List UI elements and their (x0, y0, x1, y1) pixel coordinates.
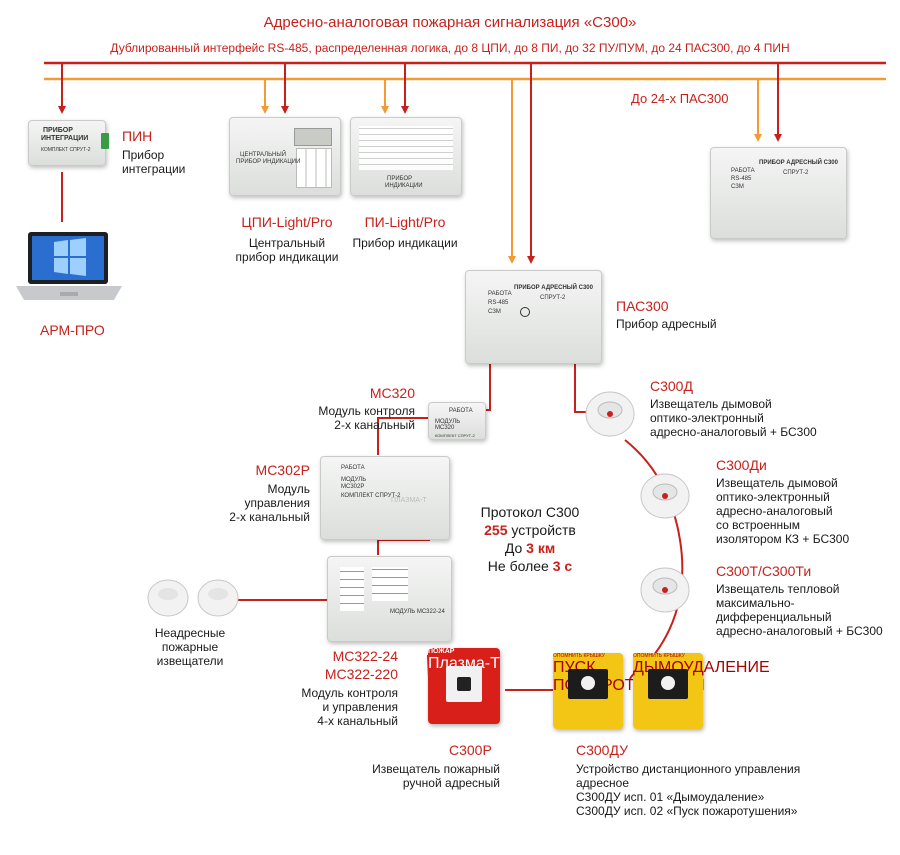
s300r-desc-2: ручной адресный (402, 776, 500, 790)
smoke-detector-s300di-icon (640, 473, 690, 519)
nonaddr-desc-1: Неадресные (154, 626, 226, 640)
mc302r-desc-3: 2-х канальный (229, 510, 310, 524)
pas-count-label: До 24-х ПАС300 (631, 91, 729, 106)
interface-subtitle: Дублированный интерфейс RS-485, распреде… (110, 41, 790, 55)
mc322-name-2: МС322-220 (324, 666, 398, 682)
pi-desc-1: Прибор индикации (352, 236, 458, 250)
s300du-desc-4: С300ДУ исп. 02 «Пуск пожаротушения» (576, 804, 798, 818)
s300di-desc-3: адресно-аналоговый (716, 504, 833, 518)
mc302r-device: РАБОТА МОДУЛЬ МС302Р КОМПЛЕКТ СПРУТ-2 ПЛ… (320, 456, 450, 540)
protocol-time-val: 3 с (552, 558, 573, 574)
protocol-devices-txt: устройств (507, 522, 576, 538)
cpi-device: ЦЕНТРАЛЬНЫЙ ПРИБОР ИНДИКАЦИИ (229, 117, 341, 196)
protocol-time-pre: Не более (487, 558, 553, 574)
protocol-devices-num: 255 (484, 522, 508, 538)
mc302r-desc-2: управления (244, 496, 310, 510)
nonaddr-desc-3: извещатели (156, 654, 224, 668)
s300t-name: С300Т/С300Ти (716, 563, 812, 579)
pas-remote-device: ПРИБОР АДРЕСНЫЙ С300 СПРУТ-2 РАБОТА RS-4… (710, 147, 847, 239)
s300t-desc-4: адресно-аналоговый + БС300 (716, 624, 883, 638)
pas300-desc: Прибор адресный (616, 317, 717, 331)
pin-name: ПИН (122, 128, 153, 144)
nonaddr-desc-2: пожарные (161, 640, 219, 654)
s300du-desc-3: С300ДУ исп. 01 «Дымоудаление» (576, 790, 765, 804)
mc320-name: МС320 (369, 385, 415, 401)
s300r-name: С300Р (449, 742, 492, 758)
protocol-range-val: 3 км (526, 540, 556, 556)
pas300-name: ПАС300 (616, 298, 669, 314)
s300di-desc-4: со встроенным (716, 518, 801, 532)
smoke-detector-s300d-icon (585, 391, 635, 437)
s300du-smoke-device: ОПОМНИТЬ КРЫШКУ ДЫМОУДАЛЕНИЕ (633, 653, 770, 729)
non-addressable-detectors-icon (147, 579, 239, 617)
s300di-name: С300Ди (716, 457, 767, 473)
mc322-desc-3: 4-х канальный (317, 714, 398, 728)
s300di-desc-1: Извещатель дымовой (716, 476, 838, 490)
pi-device: ПРИБОР ИНДИКАЦИИ (350, 117, 462, 196)
pi-name: ПИ-Light/Pro (364, 214, 446, 230)
protocol-info: Протокол С300 255 устройств До 3 км Не б… (470, 503, 590, 575)
arm-name: АРМ-ПРО (40, 322, 105, 338)
mc302r-name: МС302Р (255, 462, 310, 478)
mc322-name-1: МС322-24 (332, 648, 398, 664)
heat-detector-s300t-icon (640, 567, 690, 613)
laptop-icon (16, 232, 122, 300)
pas300-device: ПРИБОР АДРЕСНЫЙ С300 СПРУТ-2 РАБОТА RS-4… (465, 270, 602, 364)
s300d-desc-3: адресно-аналоговый + БС300 (650, 425, 817, 439)
cpi-name: ЦПИ-Light/Pro (241, 214, 333, 230)
s300t-desc-3: дифференциальный (716, 610, 832, 624)
mc322-desc-1: Модуль контроля (301, 686, 398, 700)
protocol-line: Протокол С300 (480, 504, 580, 520)
page-title: Адресно-аналоговая пожарная сигнализация… (263, 14, 637, 31)
s300di-desc-2: оптико-электронный (716, 490, 830, 504)
cpi-desc-1: Центральный (248, 236, 326, 250)
s300r-desc-1: Извещатель пожарный (372, 762, 500, 776)
pin-device: ПРИБОР ИНТЕГРАЦИИ КОМПЛЕКТ СПРУТ-2 (28, 120, 109, 166)
s300du-fire-device: ОПОМНИТЬ КРЫШКУ ПУСК ПОЖАРОТУШЕНИЯ (553, 653, 705, 729)
s300d-name: С300Д (650, 378, 693, 394)
mc320-desc-2: 2-х канальный (334, 418, 415, 432)
cpi-desc-2: прибор индикации (235, 250, 339, 264)
s300d-desc-1: Извещатель дымовой (650, 397, 772, 411)
pin-desc-2: интеграции (122, 162, 186, 176)
s300di-desc-5: изолятором КЗ + БС300 (716, 532, 850, 546)
mc320-device: РАБОТА МОДУЛЬ МС320 КОМПЛЕКТ СПРУТ-2 (428, 402, 486, 440)
mc320-desc-1: Модуль контроля (318, 404, 415, 418)
s300du-desc-1: Устройство дистанционного управления (576, 762, 801, 776)
mc322-device: МОДУЛЬ МС322-24 (327, 556, 452, 642)
protocol-range-pre: До (504, 540, 527, 556)
s300t-desc-2: максимально- (716, 596, 795, 610)
s300du-desc-2: адресное (576, 776, 629, 790)
s300t-desc-1: Извещатель тепловой (716, 582, 840, 596)
s300d-desc-2: оптико-электронный (650, 411, 764, 425)
pin-desc-1: Прибор (122, 148, 165, 162)
mc322-desc-2: и управления (322, 700, 399, 714)
s300r-device: ПОЖАР Плазма-Т (428, 648, 500, 724)
mc302r-desc-1: Модуль (267, 482, 310, 496)
s300du-name: С300ДУ (576, 742, 629, 758)
